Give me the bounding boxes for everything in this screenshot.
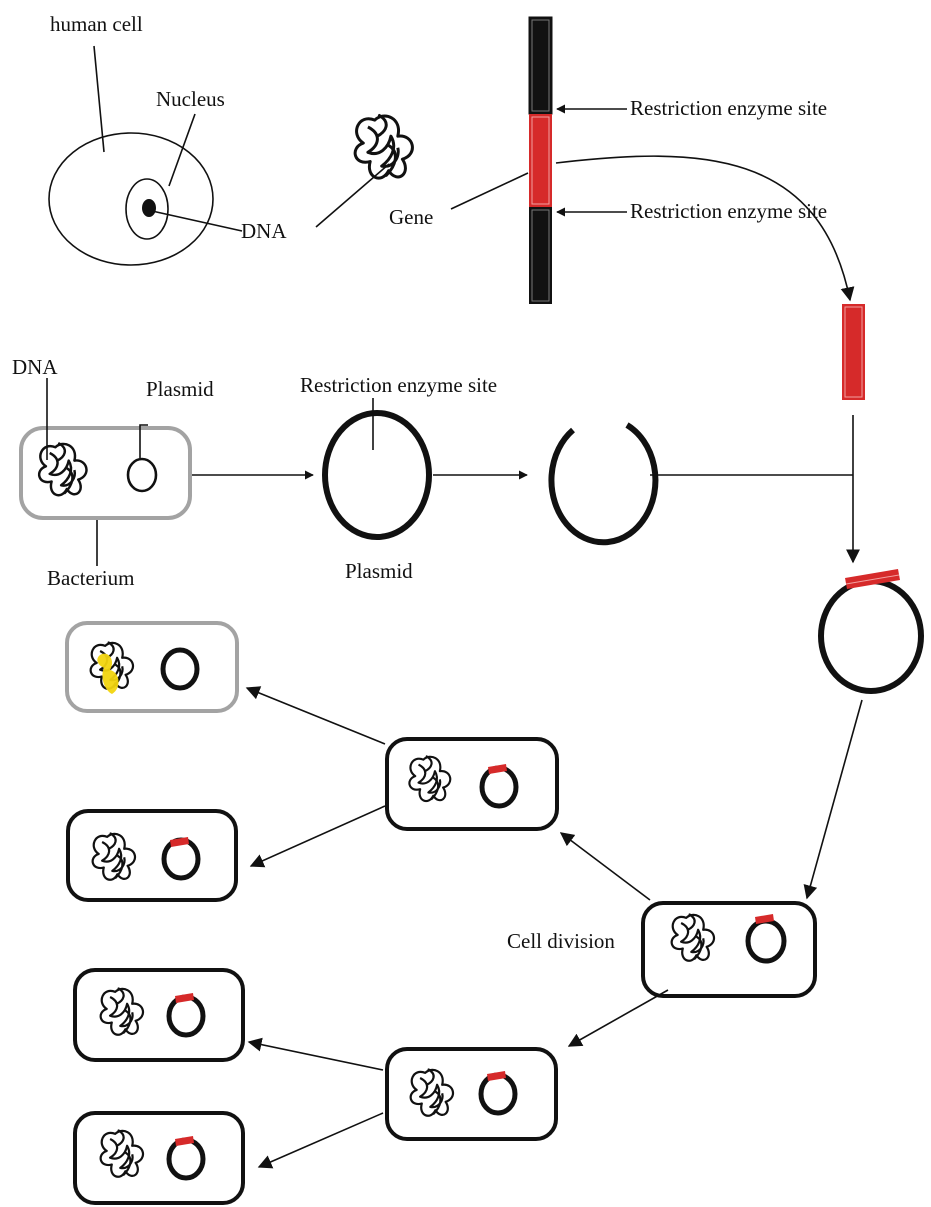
lower-arrow-to-upper [247, 1037, 384, 1071]
non-recombinant-bacterium [65, 621, 239, 713]
gene-segment [529, 114, 552, 207]
dna-strand [528, 16, 553, 304]
coiled-dna-icon [91, 832, 137, 881]
nucleus-pointer [168, 113, 196, 187]
bacterium-label: Bacterium [47, 566, 134, 590]
inserted-gene [845, 569, 900, 589]
division-arrow-lower [567, 989, 669, 1047]
daughter-bacterium-lower [385, 1047, 558, 1141]
dna-label: DNA [241, 219, 287, 243]
plasmid-ring-icon [160, 647, 200, 691]
plasmid-ring-icon [126, 457, 158, 493]
gene-label: Gene [389, 205, 433, 229]
division-arrow-upper [559, 832, 651, 901]
bacterium-plasmid-pointer [139, 424, 148, 458]
human-cell-pointer [93, 45, 105, 153]
isolated-gene [842, 304, 865, 400]
coiled-dna-icon [408, 755, 452, 803]
plasmid-ring-icon [479, 765, 519, 809]
recombinant-bacterium [73, 968, 245, 1062]
transformed-bacterium [641, 901, 817, 998]
restriction-site-top-label: Restriction enzyme site [630, 96, 827, 120]
cut-plasmid [548, 422, 659, 546]
plasmid-label: Plasmid [345, 559, 413, 583]
bacterium-dna-label: DNA [12, 355, 58, 379]
plasmid-ring-icon [161, 837, 201, 881]
isolated-plasmid [322, 410, 432, 540]
plasmid-ring-icon [745, 918, 787, 964]
daughter-bacterium-upper [385, 737, 559, 831]
bacterium-plasmid-label: Plasmid [146, 377, 214, 401]
human-cell [48, 45, 243, 266]
restriction-site-bottom-label: Restriction enzyme site [630, 199, 827, 223]
cell-division-label: Cell division [507, 929, 615, 953]
dna-strand-bottom [529, 207, 552, 304]
coiled-dna-icon [409, 1068, 455, 1117]
upper-arrow-to-original [245, 686, 386, 745]
human-cell-label: human cell [50, 12, 143, 36]
plasmid-ring-icon [478, 1072, 518, 1116]
recombinant-bacterium [66, 809, 238, 902]
recombinant-plasmid [818, 578, 924, 694]
nucleus [125, 178, 169, 240]
plasmid-restriction-site-label: Restriction enzyme site [300, 373, 497, 397]
human-cell-membrane [48, 132, 214, 266]
extracted-dna-pointer [315, 163, 390, 228]
coiled-dna-icon [99, 1129, 145, 1178]
gene-transfer-arrow [555, 155, 855, 302]
plasmid-ring-icon [166, 994, 206, 1038]
plasmid-ring-icon [166, 1137, 206, 1181]
upper-arrow-to-recombinant [249, 805, 386, 868]
dna-pointer [151, 210, 243, 232]
bacterium [19, 426, 192, 520]
gene-pointer [450, 172, 529, 210]
lower-arrow-to-lower [257, 1112, 384, 1169]
recombinant-bacterium [73, 1111, 245, 1205]
transform-arrow [803, 699, 863, 900]
nucleus-dna-dot [142, 199, 156, 217]
nucleus-label: Nucleus [156, 87, 225, 111]
coiled-dna-icon [670, 913, 716, 962]
coiled-dna-icon [99, 987, 145, 1036]
